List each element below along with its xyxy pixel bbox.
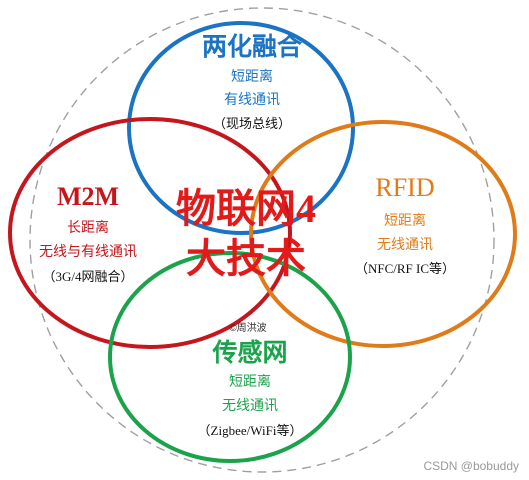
center-line-1: 物联网4 bbox=[176, 186, 316, 231]
top-line-1: 短距离 bbox=[231, 68, 273, 85]
left-line-1: 长距离 bbox=[67, 219, 109, 236]
right-line-2: 无线通讯 bbox=[377, 237, 433, 253]
watermark-text: CSDN @bobuddy bbox=[423, 459, 519, 473]
right-line-3: （NFC/RF IC等） bbox=[355, 261, 455, 276]
bottom-line-2: 无线通讯 bbox=[222, 398, 278, 414]
bottom-line-1: 短距离 bbox=[229, 373, 271, 390]
top-line-3: （现场总线） bbox=[213, 116, 291, 131]
left-line-2: 无线与有线通讯 bbox=[39, 244, 137, 260]
left-line-3: （3G/4网融合） bbox=[42, 269, 133, 284]
left-ellipse bbox=[8, 117, 292, 349]
bottom-title: 传感网 bbox=[211, 338, 287, 367]
right-ellipse bbox=[249, 120, 517, 348]
outer-dashed-circle bbox=[29, 7, 495, 473]
bottom-line-3: （Zigbee/WiFi等） bbox=[198, 423, 303, 438]
left-title: M2M bbox=[57, 182, 119, 211]
right-line-1: 短距离 bbox=[384, 212, 426, 229]
copyright-text: ©周洪波 bbox=[229, 321, 266, 334]
right-title: RFID bbox=[375, 173, 434, 202]
top-ellipse bbox=[127, 21, 355, 235]
bottom-ellipse bbox=[108, 251, 352, 463]
top-line-2: 有线通讯 bbox=[224, 92, 280, 108]
top-title: 两化融合 bbox=[202, 32, 303, 61]
center-line-2: 大技术 bbox=[186, 236, 306, 281]
